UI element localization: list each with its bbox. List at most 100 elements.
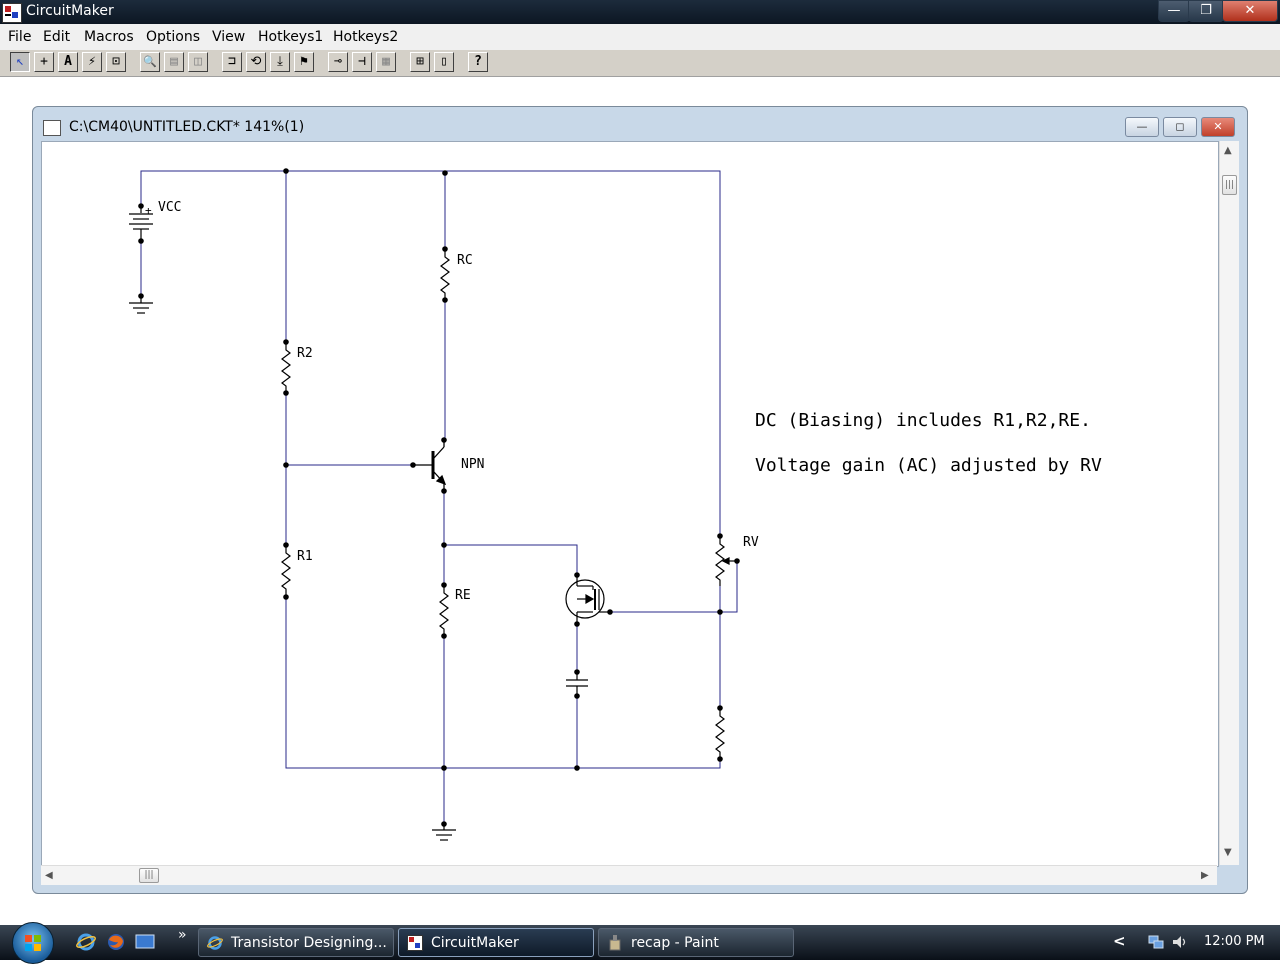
resistor-rc[interactable]: [440, 249, 450, 300]
probe-tool-button[interactable]: ⚡: [82, 52, 102, 72]
internet-explorer-icon[interactable]: [76, 932, 96, 952]
resistor-r2[interactable]: [281, 342, 291, 393]
rotate-tool-button[interactable]: ◫: [188, 52, 208, 72]
quicklaunch-more-icon[interactable]: »: [178, 927, 187, 943]
paint-task-icon: [609, 935, 621, 951]
reset-tool-icon: ⟲: [250, 54, 262, 69]
task-label: Transistor Designing...: [231, 935, 387, 951]
scroll-down-icon[interactable]: ▼: [1224, 847, 1232, 858]
note-dc-biasing[interactable]: DC (Biasing) includes R1,R2,RE.: [755, 410, 1091, 431]
minimize-button[interactable]: —: [1158, 0, 1190, 22]
app-title-bar: CircuitMaker — ❐ ✕: [0, 0, 1280, 24]
vertical-scrollbar[interactable]: ▲ ||| ▼: [1219, 141, 1239, 865]
zoom-window-tool-icon: ⊡: [112, 54, 120, 69]
help-tool-button[interactable]: ?: [468, 52, 488, 72]
vertical-scroll-thumb[interactable]: |||: [1222, 175, 1237, 195]
vcc-plus-sign: +: [145, 204, 152, 217]
menu-bar: File Edit Macros Options View Hotkeys1 H…: [0, 24, 1280, 51]
task-button-recap-paint[interactable]: recap - Paint: [598, 928, 794, 957]
label-r2[interactable]: R2: [297, 346, 313, 361]
circuitmaker-app-icon[interactable]: [2, 3, 22, 23]
scope-tool-button[interactable]: ⊣: [352, 52, 372, 72]
scroll-up-icon[interactable]: ▲: [1224, 145, 1232, 156]
toolbar: ↖ + A ⚡ ⊡ 🔍 ▤ ◫ ⊐ ⟲ ⤓ ⚑ ⊸ ⊣ ▦ ⊞ ▯ ?: [0, 50, 1280, 77]
minimize-icon: —: [1167, 3, 1181, 18]
task-label: CircuitMaker: [431, 935, 519, 951]
arrow-tool-button[interactable]: ↖: [10, 52, 30, 72]
wire-bottom-rail[interactable]: [285, 597, 721, 769]
label-r1[interactable]: R1: [297, 549, 313, 564]
wire-emitter-mosfet[interactable]: [444, 544, 578, 575]
vertical-thumb-grip: |||: [1224, 180, 1235, 190]
task-button-transistor-designing[interactable]: Transistor Designing...: [198, 928, 394, 957]
schematic-canvas[interactable]: + VCC RC R2 NPN R1 RE RV DC (Biasing) in…: [41, 141, 1219, 867]
firefox-icon[interactable]: [106, 932, 126, 952]
label-rc[interactable]: RC: [457, 253, 473, 268]
resistor-re[interactable]: [439, 585, 449, 636]
child-close-button[interactable]: ✕: [1201, 117, 1235, 137]
menu-options[interactable]: Options: [146, 29, 201, 45]
resistor-r1[interactable]: [281, 545, 291, 597]
schematic-window: C:\CM40\UNTITLED.CKT* 141%(1) — ◻ ✕: [32, 106, 1248, 894]
run-tool-button[interactable]: ⚑: [294, 52, 314, 72]
system-clock[interactable]: 12:00 PM: [1204, 934, 1265, 949]
scroll-right-icon[interactable]: ▶: [1201, 870, 1209, 881]
label-npn[interactable]: NPN: [461, 457, 484, 472]
close-button[interactable]: ✕: [1222, 0, 1278, 22]
junction-dots: [138, 168, 740, 827]
show-desktop-icon[interactable]: [135, 932, 155, 952]
horizontal-scroll-thumb[interactable]: |||: [139, 868, 159, 883]
library-tool-icon: ▯: [440, 54, 448, 69]
wire-rv-wiper[interactable]: [720, 561, 738, 613]
capacitor-symbol[interactable]: [566, 672, 588, 696]
macro-tool-button[interactable]: ⊞: [410, 52, 430, 72]
step-tool-button[interactable]: ⤓: [270, 52, 290, 72]
circuitmaker-task-icon: [407, 935, 423, 951]
potentiometer-rv[interactable]: [715, 536, 725, 586]
tray-expand-icon[interactable]: <: [1113, 932, 1126, 950]
menu-file[interactable]: File: [8, 29, 32, 45]
volume-icon[interactable]: [1172, 934, 1188, 950]
resistor-load[interactable]: [715, 708, 725, 759]
zoom-tool-button[interactable]: 🔍: [140, 52, 160, 72]
note-voltage-gain[interactable]: Voltage gain (AC) adjusted by RV: [755, 455, 1102, 476]
mosfet-symbol[interactable]: [565, 575, 610, 624]
label-vcc[interactable]: VCC: [158, 200, 181, 215]
pan-tool-button[interactable]: ▤: [164, 52, 184, 72]
ground-symbol-vcc[interactable]: [129, 296, 153, 314]
vcc-battery-symbol[interactable]: [129, 206, 153, 241]
label-re[interactable]: RE: [455, 588, 471, 603]
task-button-circuitmaker[interactable]: CircuitMaker: [398, 928, 594, 957]
library-tool-button[interactable]: ▯: [434, 52, 454, 72]
arrow-tool-icon: ↖: [16, 54, 24, 69]
zoom-window-tool-button[interactable]: ⊡: [106, 52, 126, 72]
device-tool-button[interactable]: ⊐: [222, 52, 242, 72]
circuit-diagram: + VCC RC R2 NPN R1 RE RV DC (Biasing) in…: [129, 168, 1102, 841]
document-icon[interactable]: [43, 120, 61, 136]
run-tool-icon: ⚑: [300, 54, 308, 69]
label-rv[interactable]: RV: [743, 535, 759, 550]
menu-view[interactable]: View: [212, 29, 246, 45]
trace-tool-button[interactable]: ⊸: [328, 52, 348, 72]
npn-transistor-symbol[interactable]: [413, 440, 447, 491]
waveform-tool-button[interactable]: ▦: [376, 52, 396, 72]
menu-hotkeys1[interactable]: Hotkeys1: [258, 29, 324, 45]
wire-top-rail[interactable]: [140, 170, 721, 536]
restore-button[interactable]: ❐: [1188, 0, 1224, 22]
rotate-tool-icon: ◫: [194, 54, 202, 69]
child-minimize-button[interactable]: —: [1125, 117, 1159, 137]
close-icon: ✕: [1244, 3, 1256, 18]
horizontal-scrollbar[interactable]: ◀ ||| ▶: [41, 865, 1217, 885]
macro-tool-icon: ⊞: [416, 54, 424, 69]
menu-hotkeys2[interactable]: Hotkeys2: [333, 29, 399, 45]
scroll-left-icon[interactable]: ◀: [45, 870, 53, 881]
restore-icon: ❐: [1200, 3, 1212, 18]
text-tool-button[interactable]: A: [58, 52, 78, 72]
wire-tool-button[interactable]: +: [34, 52, 54, 72]
start-button[interactable]: [12, 922, 54, 964]
reset-tool-button[interactable]: ⟲: [246, 52, 266, 72]
menu-macros[interactable]: Macros: [84, 29, 134, 45]
child-restore-button[interactable]: ◻: [1163, 117, 1197, 137]
network-icon[interactable]: [1148, 934, 1164, 950]
menu-edit[interactable]: Edit: [43, 29, 71, 45]
